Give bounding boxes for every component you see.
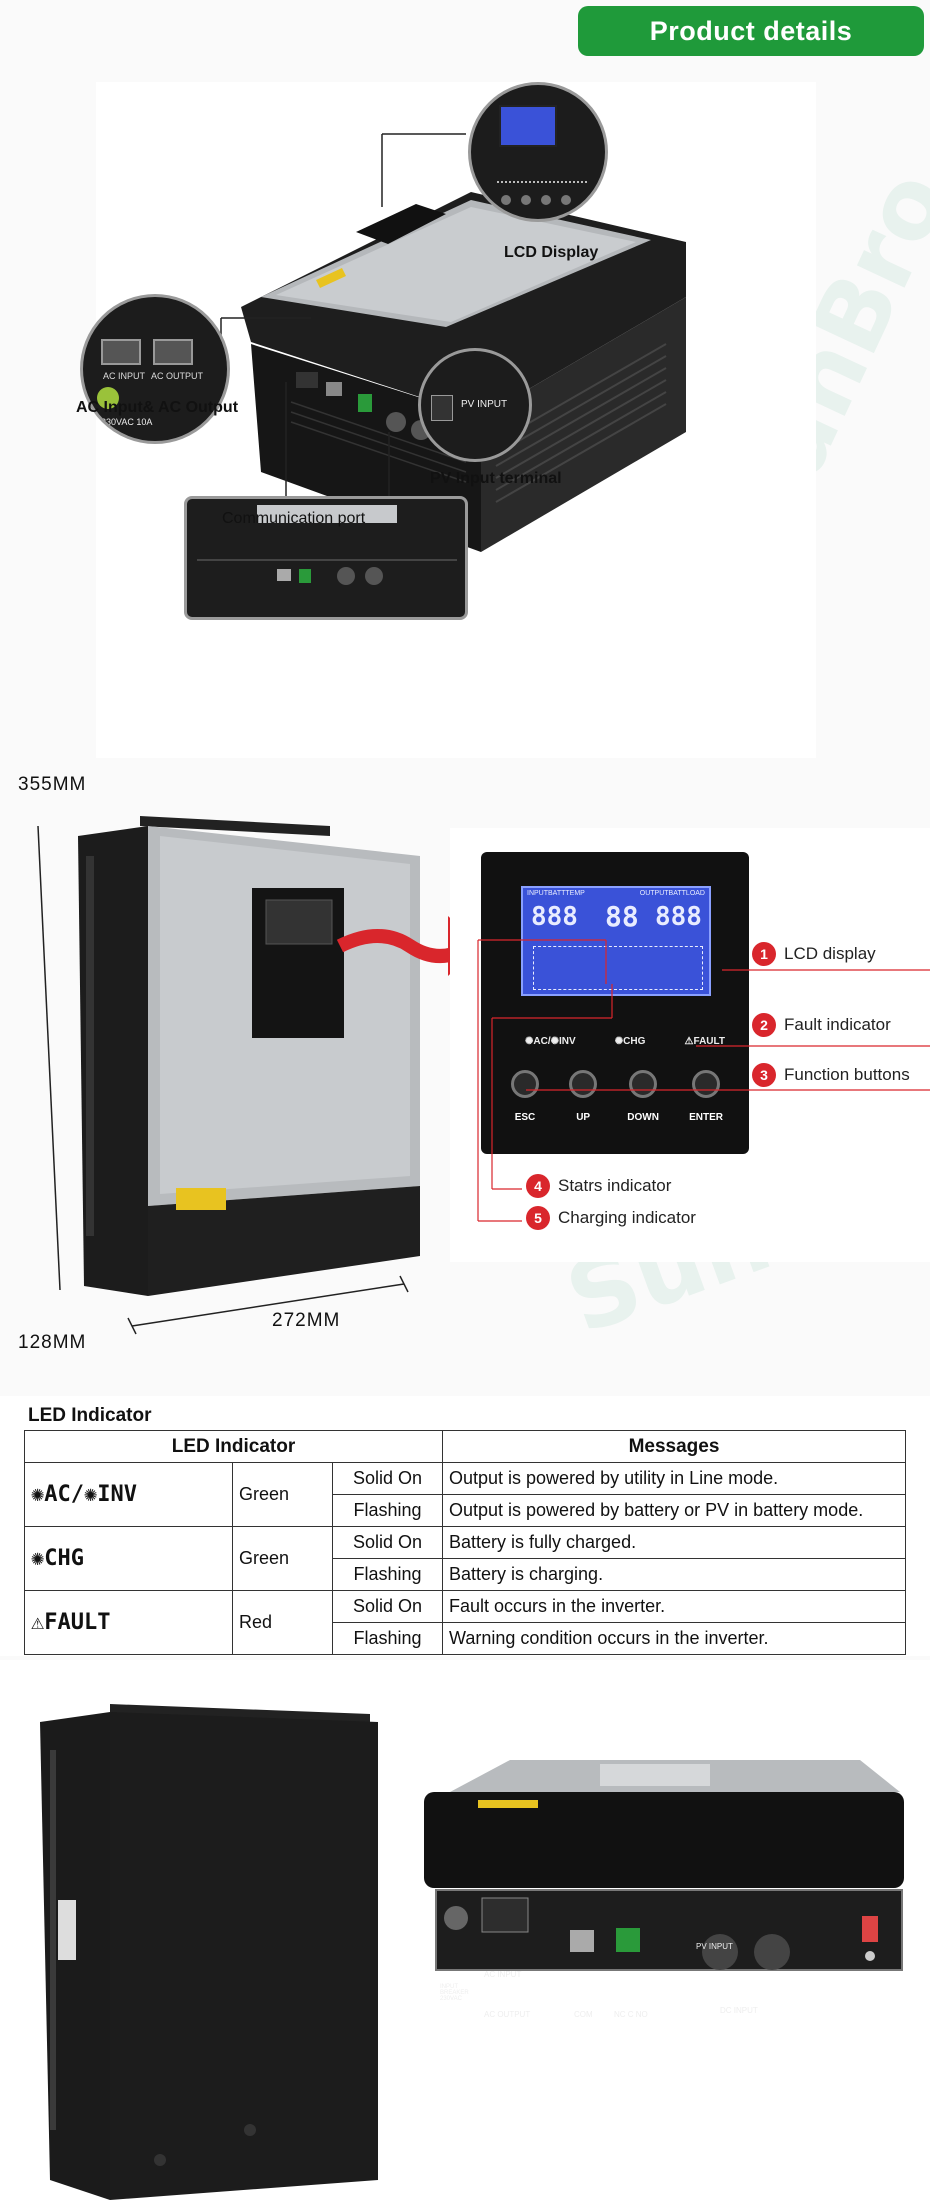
pv-input-photo-label: PV INPUT <box>696 1942 733 1951</box>
table-row: ✺CHG Green Solid On Battery is fully cha… <box>24 1526 906 1591</box>
callout-fault-indicator: 2 Fault indicator <box>752 1013 891 1037</box>
table-row: ✺AC/✺INV Green Solid On Output is powere… <box>24 1462 906 1527</box>
pv-input-terminal-label: PV Input terminal <box>430 470 562 487</box>
ac-input-output-zoom: AC INPUT AC OUTPUT 230VAC 10A <box>80 294 230 444</box>
depth-dimension: 128MM <box>18 1332 87 1353</box>
esc-button[interactable]: ESC <box>511 1070 539 1123</box>
ac-output-text: AC OUTPUT <box>151 371 204 381</box>
product-details-badge: Product details <box>578 6 924 56</box>
ac-input-text: AC INPUT <box>103 371 146 381</box>
pv-input-text: PV INPUT <box>461 399 508 410</box>
table-row: Flashing Battery is charging. <box>25 1558 906 1591</box>
lcd-display-label: LCD Display <box>504 244 599 261</box>
chg-indicator: ✺CHG <box>614 1036 646 1047</box>
callout-charging-indicator: 5 Charging indicator <box>526 1206 696 1230</box>
lcd-digits-right: 888 <box>655 902 702 932</box>
relay-photo-label: NC C NO <box>614 2010 648 2019</box>
up-label: UP <box>576 1112 591 1123</box>
led-message: Output is powered by utility in Line mod… <box>442 1462 906 1495</box>
pv-input-zoom: PV INPUT <box>418 348 532 462</box>
lcd-screen <box>499 105 557 147</box>
up-button[interactable]: UP <box>569 1070 598 1123</box>
fault-led-icon: ⚠FAULT <box>24 1590 233 1655</box>
led-state: Flashing <box>332 1558 443 1591</box>
lcd-digits-left: 888 <box>531 902 578 932</box>
callout-text: Charging indicator <box>558 1208 696 1227</box>
led-indicator-title: LED Indicator <box>28 1405 152 1426</box>
header-led-indicator: LED Indicator <box>24 1430 443 1463</box>
callout-function-buttons: 3 Function buttons <box>752 1063 910 1087</box>
callout-number: 4 <box>526 1174 550 1198</box>
led-color: Green <box>232 1462 333 1527</box>
ac-inv-led-icon: ✺AC/✺INV <box>24 1462 233 1527</box>
lcd-flow-diagram <box>533 946 703 990</box>
table-row: Flashing Warning condition occurs in the… <box>25 1622 906 1655</box>
led-indicator-table: LED Indicator Messages ✺AC/✺INV Green So… <box>24 1430 906 1655</box>
led-message: Output is powered by battery or PV in ba… <box>442 1494 906 1527</box>
enter-button[interactable]: ENTER <box>689 1070 723 1123</box>
header-messages: Messages <box>442 1430 906 1463</box>
led-state: Solid On <box>332 1526 443 1559</box>
led-color: Green <box>232 1526 333 1591</box>
callout-text: LCD display <box>784 944 876 963</box>
ac-output-photo-label: AC OUTPUT <box>484 2010 531 2019</box>
led-message: Battery is charging. <box>442 1558 906 1591</box>
callout-number: 3 <box>752 1063 776 1087</box>
callout-lines <box>477 939 930 1222</box>
communication-port-label: Communication port <box>222 510 366 527</box>
input-breaker-photo-label: INPUT BREAKER 230VAC <box>440 1984 469 2002</box>
ac-inv-indicator: ✺AC/✺INV <box>525 1036 576 1047</box>
led-message: Fault occurs in the inverter. <box>442 1590 906 1623</box>
esc-label: ESC <box>514 1112 536 1123</box>
lcd-control-panel: INPUTBATTTEMP OUTPUTBATTLOAD 888 88 888 … <box>481 852 749 1154</box>
callout-text: Function buttons <box>784 1065 910 1084</box>
table-row: ⚠FAULT Red Solid On Fault occurs in the … <box>24 1590 906 1655</box>
callout-text: Statrs indicator <box>558 1176 672 1195</box>
enter-label: ENTER <box>689 1112 723 1123</box>
down-label: DOWN <box>627 1112 659 1123</box>
com-photo-label: COM <box>574 2010 593 2019</box>
indicator-leds <box>497 181 587 187</box>
callout-status-indicator: 4 Statrs indicator <box>526 1174 671 1198</box>
lcd-display-zoom <box>468 82 608 222</box>
height-dimension: 355MM <box>18 774 87 795</box>
chg-led-icon: ✺CHG <box>24 1526 233 1591</box>
callout-number: 1 <box>752 942 776 966</box>
inverter-photos <box>40 1704 904 2200</box>
led-state: Flashing <box>332 1622 443 1655</box>
callout-text: Fault indicator <box>784 1015 891 1034</box>
inverter-front-illustration <box>37 816 450 1335</box>
ac-input-output-label: AC Input& AC Output <box>76 399 239 416</box>
fault-indicator: ⚠FAULT <box>684 1036 725 1047</box>
callout-number: 5 <box>526 1206 550 1230</box>
callout-lcd-display: 1 LCD display <box>752 942 876 966</box>
indicator-row: ✺AC/✺INV ✺CHG ⚠FAULT <box>525 1036 725 1047</box>
lcd-screen: INPUTBATTTEMP OUTPUTBATTLOAD 888 88 888 <box>521 886 711 996</box>
dc-input-photo-label: DC INPUT <box>720 2006 758 2015</box>
ac-input-photo-label: AC INPUT <box>484 1970 522 1979</box>
product-overview-section: LCD Display AC INPUT AC OUTPUT 230VAC 10… <box>76 82 816 758</box>
lcd-header-left: INPUTBATTTEMP <box>527 890 585 897</box>
communication-port-zoom <box>184 496 468 620</box>
table-row: Flashing Output is powered by battery or… <box>25 1494 906 1527</box>
function-buttons <box>501 195 571 205</box>
led-state: Solid On <box>332 1590 443 1623</box>
led-message: Battery is fully charged. <box>442 1526 906 1559</box>
function-buttons: ESC UP DOWN ENTER <box>511 1070 723 1123</box>
led-color: Red <box>232 1590 333 1655</box>
lcd-digits-mid: 88 <box>605 900 639 933</box>
led-state: Flashing <box>332 1494 443 1527</box>
callout-number: 2 <box>752 1013 776 1037</box>
width-dimension: 272MM <box>272 1310 341 1331</box>
led-message: Warning condition occurs in the inverter… <box>442 1622 906 1655</box>
led-state: Solid On <box>332 1462 443 1495</box>
down-button[interactable]: DOWN <box>627 1070 659 1123</box>
rating-text: 230VAC 10A <box>101 417 153 427</box>
table-header-row: LED Indicator Messages <box>24 1430 906 1463</box>
lcd-header-right: OUTPUTBATTLOAD <box>639 890 705 897</box>
